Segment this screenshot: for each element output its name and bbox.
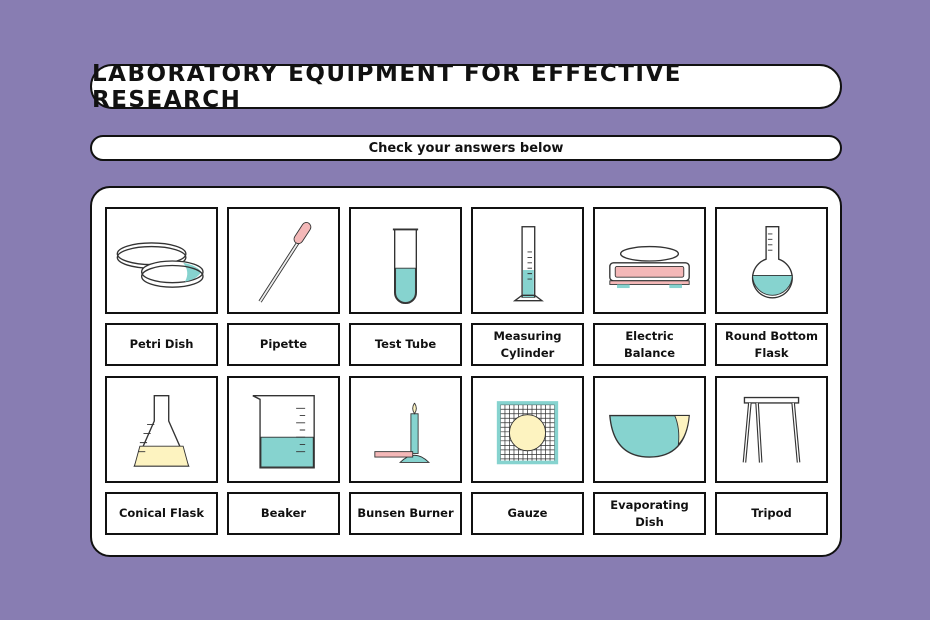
equipment-label: Round Bottom Flask	[715, 323, 828, 366]
equipment-label: Gauze	[471, 492, 584, 535]
electric-balance-icon	[609, 245, 690, 288]
equipment-label: Measuring Cylinder	[471, 323, 584, 366]
conical-flask-icon	[133, 394, 190, 467]
equipment-label: Petri Dish	[105, 323, 218, 366]
equipment-image	[593, 376, 706, 483]
equipment-label: Bunsen Burner	[349, 492, 462, 535]
page-title: LABORATORY EQUIPMENT FOR EFFECTIVE RESEA…	[90, 61, 842, 113]
measuring-cylinder-icon	[512, 225, 544, 301]
equipment-label: Conical Flask	[105, 492, 218, 535]
bunsen-burner-icon	[374, 402, 431, 463]
equipment-image	[715, 376, 828, 483]
equipment-label: Electric Balance	[593, 323, 706, 366]
subtitle: Check your answers below	[90, 135, 842, 161]
equipment-image	[349, 207, 462, 314]
equipment-image	[471, 207, 584, 314]
gauze-icon	[496, 400, 559, 464]
equipment-image	[105, 376, 218, 483]
beaker-icon	[252, 394, 315, 469]
equipment-image	[349, 376, 462, 483]
equipment-image	[715, 207, 828, 314]
equipment-label: Test Tube	[349, 323, 462, 366]
equipment-image	[227, 376, 340, 483]
equipment-label: Tripod	[715, 492, 828, 535]
round-bottom-flask-icon	[751, 225, 793, 298]
equipment-image	[471, 376, 584, 483]
equipment-label: Beaker	[227, 492, 340, 535]
equipment-label: Evaporating Dish	[593, 492, 706, 535]
equipment-label: Pipette	[227, 323, 340, 366]
equipment-image	[227, 207, 340, 314]
evaporating-dish-icon	[609, 414, 690, 458]
equipment-image	[593, 207, 706, 314]
test-tube-icon	[392, 228, 419, 304]
petri-dish-icon	[116, 241, 204, 288]
equipment-image	[105, 207, 218, 314]
tripod-icon	[742, 396, 801, 463]
pipette-icon	[258, 221, 312, 303]
